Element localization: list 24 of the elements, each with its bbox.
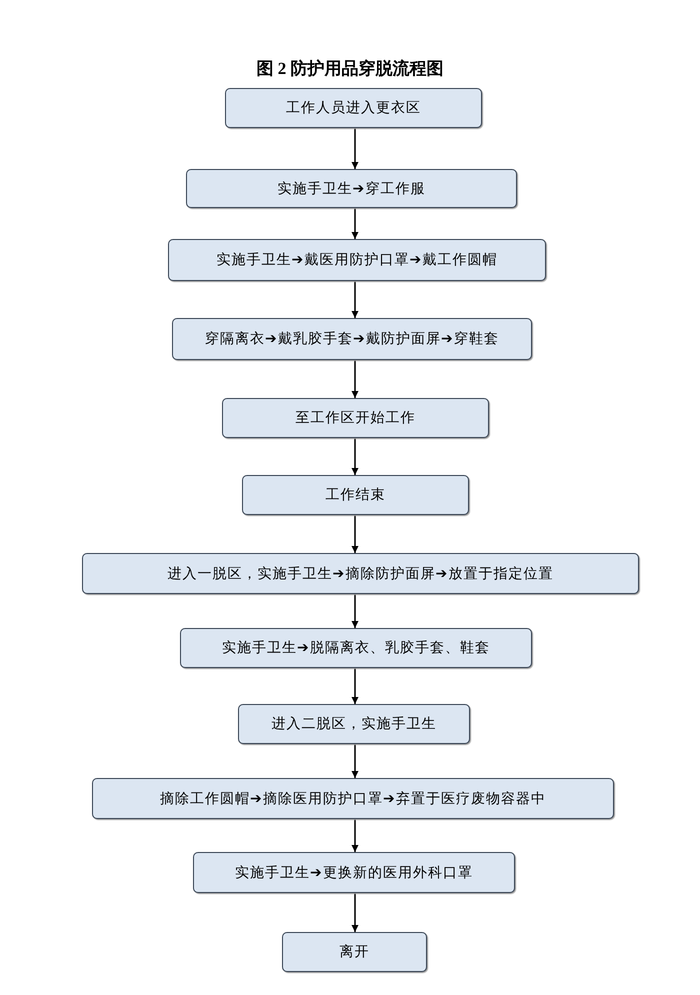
arrow [352, 281, 358, 318]
arrow [352, 668, 358, 704]
process-box: 进入二脱区，实施手卫生 [238, 704, 470, 744]
process-box: 至工作区开始工作 [222, 398, 489, 438]
arrow [352, 594, 358, 628]
process-box: 工作人员进入更衣区 [225, 88, 482, 128]
process-box: 实施手卫生➔穿工作服 [186, 169, 517, 208]
diagram-title: 图 2 防护用品穿脱流程图 [256, 58, 444, 80]
process-box: 穿隔离衣➔戴乳胶手套➔戴防护面屏➔穿鞋套 [172, 318, 532, 360]
arrow [352, 819, 358, 852]
arrow [352, 515, 358, 553]
arrow [352, 438, 358, 475]
arrow [352, 360, 358, 398]
process-box: 进入一脱区，实施手卫生➔摘除防护面屏➔放置于指定位置 [82, 553, 639, 594]
process-box: 实施手卫生➔戴医用防护口罩➔戴工作圆帽 [168, 239, 546, 281]
arrow [352, 208, 358, 239]
process-box: 实施手卫生➔脱隔离衣、乳胶手套、鞋套 [180, 628, 532, 668]
arrow [352, 744, 358, 778]
process-box: 摘除工作圆帽➔摘除医用防护口罩➔弃置于医疗废物容器中 [92, 778, 614, 819]
process-box: 离开 [282, 932, 427, 972]
arrow [352, 893, 358, 932]
process-box: 工作结束 [242, 475, 469, 515]
arrow [352, 128, 358, 169]
process-box: 实施手卫生➔更换新的医用外科口罩 [193, 852, 515, 893]
